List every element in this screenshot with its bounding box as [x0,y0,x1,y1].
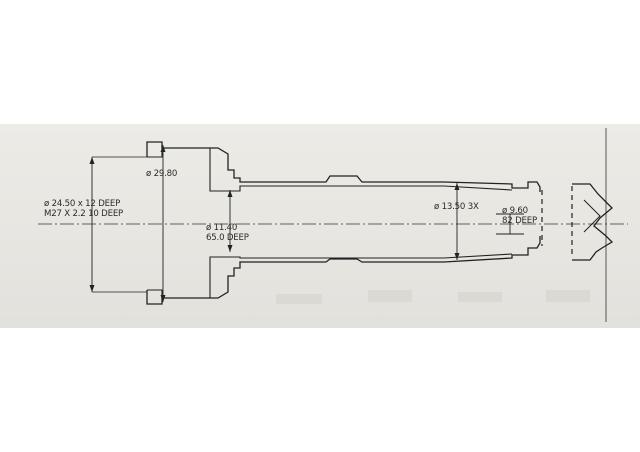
arrow-flange-top [160,145,166,152]
label-bore-inner-depth: 65.0 DEEP [206,233,249,243]
part-step-lower [209,253,513,298]
label-thread: M27 X 2.2 10 DEEP [44,209,123,219]
fork-end-piece [572,183,614,261]
part-outline-lower [146,236,541,305]
part-outline-upper [146,141,541,192]
fork-inner [583,199,601,233]
arrow-bore-inner-bottom [227,245,233,252]
label-end-bore-depth: 82 DEEP [502,216,537,226]
arrow-flange-bottom [160,295,166,302]
ghost-mark-3 [458,292,502,302]
ghost-mark-2 [368,290,412,302]
arrow-bore-inner-top [227,190,233,197]
ghost-mark-4 [546,290,590,302]
label-end-bore-dia: ø 9.60 [502,206,528,216]
arrow-shaft-bottom [454,253,460,260]
ghost-mark-1 [276,294,322,304]
part-step-upper [209,148,513,192]
flange-lip-lower [147,289,163,298]
flange-lip-upper [147,148,163,158]
arrow-bore-outer-bottom [89,285,95,292]
arrow-bore-outer-top [89,157,95,164]
label-bore-inner-dia: ø 11.40 [206,223,237,233]
label-flange-dia: ø 29.80 [146,169,177,179]
label-shaft-dia: ø 13.50 3X [434,202,479,212]
label-bore-outer: ø 24.50 x 12 DEEP [44,199,120,209]
arrow-shaft-top [454,183,460,190]
